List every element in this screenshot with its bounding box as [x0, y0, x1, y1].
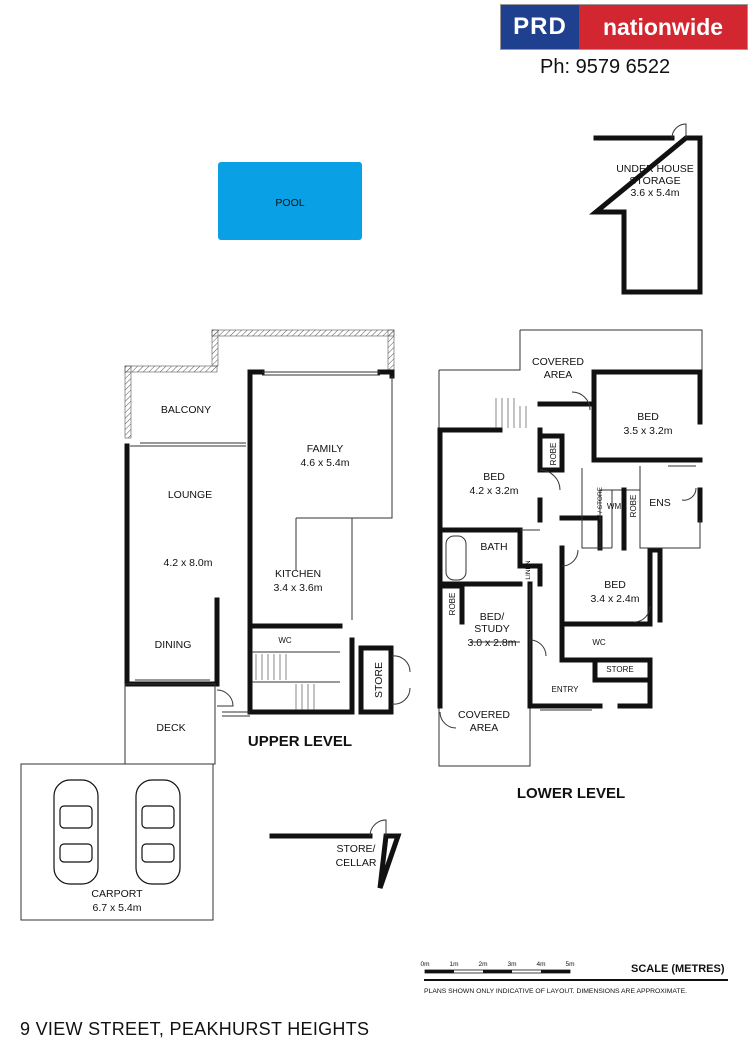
scale-bar: 0m 1m 2m 3m 4m 5m: [420, 961, 728, 981]
linen-label: LINEN: [525, 560, 532, 579]
carport: CARPORT 6.7 x 5.4m: [20, 763, 214, 921]
carport-label: CARPORT: [91, 888, 143, 900]
covered-top-line1: COVERED: [532, 356, 584, 368]
bed3-dims: 3.4 x 2.4m: [590, 593, 639, 605]
scale-title: SCALE (METRES): [631, 963, 725, 975]
bath-label: BATH: [480, 541, 507, 553]
pool-label: POOL: [275, 197, 304, 209]
scale-tick-5: 5m: [565, 961, 574, 968]
upper-wc-label: WC: [278, 636, 292, 645]
under-house-storage: UNDER HOUSE STORAGE 3.6 x 5.4m: [589, 123, 703, 295]
upper-level-plan: BALCONY FAMILY 4.6 x 5.4m LOUNGE 4.2 x 8…: [124, 329, 411, 765]
dining-label: DINING: [155, 639, 192, 651]
store-cellar: STORE/ CELLAR: [269, 819, 402, 889]
storage-line2: STORAGE: [629, 175, 680, 187]
lounge-dims: 4.2 x 8.0m: [163, 557, 212, 569]
lower-level-plan: COVERED AREA BED 3.5 x 3.2m BED 4.2 x 3.…: [437, 329, 703, 802]
bed2-label: BED: [483, 471, 505, 483]
covered-bottom-line2: AREA: [470, 722, 499, 734]
family-label: FAMILY: [307, 443, 344, 455]
car-icon: [53, 779, 99, 885]
deck-label: DECK: [156, 722, 185, 734]
cellar-line1: STORE/: [337, 843, 376, 855]
disclaimer: PLANS SHOWN ONLY INDICATIVE OF LAYOUT. D…: [424, 988, 687, 995]
kitchen-label: KITCHEN: [275, 568, 321, 580]
brand-logo-prd: PRD: [501, 5, 579, 49]
storage-line1: UNDER HOUSE: [616, 163, 694, 175]
scale-tick-2: 2m: [478, 961, 487, 968]
laundry-label: L'DRY / STORE: [597, 486, 604, 533]
car-icon: [135, 779, 181, 885]
upper-store-label: STORE: [373, 662, 385, 698]
storage-dims: 3.6 x 5.4m: [630, 187, 679, 199]
covered-top-line2: AREA: [544, 369, 573, 381]
scale-tick-0: 0m: [420, 961, 429, 968]
covered-bottom-line1: COVERED: [458, 709, 510, 721]
ens-label: ENS: [649, 497, 671, 509]
bed1-label: BED: [637, 411, 659, 423]
bed1-dims: 3.5 x 3.2m: [623, 425, 672, 437]
study-line2: STUDY: [474, 623, 510, 635]
brand-logo: PRD nationwide: [500, 4, 748, 50]
bed2-dims: 4.2 x 3.2m: [469, 485, 518, 497]
kitchen-dims: 3.4 x 3.6m: [273, 582, 322, 594]
upper-level-title: UPPER LEVEL: [248, 733, 352, 750]
lower-wc-label: WC: [592, 638, 606, 647]
family-dims: 4.6 x 5.4m: [300, 457, 349, 469]
wm-label: WM: [607, 502, 622, 511]
property-address: 9 VIEW STREET, PEAKHURST HEIGHTS: [20, 1019, 370, 1039]
scale-tick-3: 3m: [507, 961, 516, 968]
scale-tick-1: 1m: [449, 961, 458, 968]
robe-a-label: ROBE: [549, 443, 558, 466]
balcony-label: BALCONY: [161, 404, 211, 416]
study-dims: 3.0 x 2.8m: [467, 637, 516, 649]
lower-level-title: LOWER LEVEL: [517, 785, 625, 802]
robe-b-label: ROBE: [629, 495, 638, 518]
pool: [218, 162, 362, 240]
brand-logo-nationwide: nationwide: [579, 5, 747, 49]
study-line1: BED/: [480, 611, 505, 623]
cellar-line2: CELLAR: [336, 857, 377, 869]
bed3-label: BED: [604, 579, 626, 591]
scale-tick-4: 4m: [536, 961, 545, 968]
robe-c-label: ROBE: [448, 593, 457, 616]
phone-number: Ph: 9579 6522: [540, 56, 671, 78]
entry-label: ENTRY: [552, 685, 580, 694]
lounge-label: LOUNGE: [168, 489, 212, 501]
lower-store-label: STORE: [606, 665, 633, 674]
carport-dims: 6.7 x 5.4m: [92, 902, 141, 914]
